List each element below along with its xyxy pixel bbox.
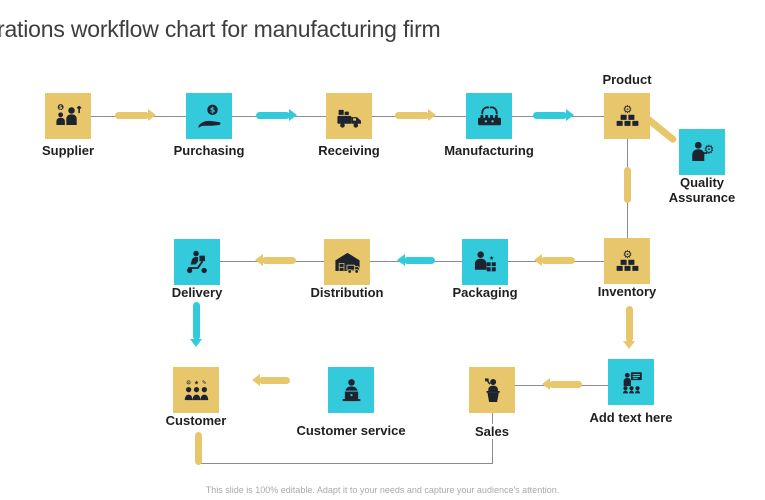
arrow-distribution-delivery (255, 254, 296, 266)
node-sales: Sales (469, 367, 515, 439)
warehouse-truck-icon (333, 248, 362, 277)
customer-service-shape (328, 367, 374, 413)
sales-shape (469, 367, 515, 413)
presentation-audience-icon (617, 368, 646, 397)
supplier-shape (45, 93, 91, 139)
node-receiving: Receiving (318, 93, 380, 158)
receiving-label: Receiving (318, 143, 380, 158)
hand-coin-icon (195, 102, 224, 131)
manufacturing-shape (466, 93, 512, 139)
page-title: rations workflow chart for manufacturing… (0, 16, 441, 42)
node-product: Product (602, 72, 652, 139)
receiving-shape (326, 93, 372, 139)
node-add-text-here: Add text here (589, 359, 673, 425)
delivery-shape (174, 239, 220, 285)
arrow-receiving-manufacturing (395, 109, 436, 121)
customer-service-label: Customer service (296, 423, 406, 438)
purchasing-shape (186, 93, 232, 139)
node-purchasing: Purchasing (174, 93, 244, 158)
manufacturing-label: Manufacturing (444, 143, 534, 158)
packaging-label: Packaging (452, 285, 518, 300)
people-group-icon (182, 376, 211, 405)
product-shape (604, 93, 650, 139)
delivery-label: Delivery (171, 285, 223, 300)
distribution-label: Distribution (310, 285, 384, 300)
arrow-inventory-packaging (534, 254, 575, 266)
inventory-shape (604, 238, 650, 284)
connector-sales-customer-line (199, 463, 493, 464)
quality-assurance-shape (679, 129, 725, 175)
arrow-supplier-purchasing (115, 109, 156, 121)
add-text-here-label: Add text here (589, 410, 673, 425)
quality-assurance-label: Quality Assurance (668, 175, 736, 205)
gear-boxes-icon (613, 102, 642, 131)
arrow-service-customer (252, 374, 290, 386)
arrow-purchasing-receiving (256, 109, 297, 121)
arrow-sales-customer-up (195, 432, 202, 465)
slide-footer-note: This slide is 100% editable. Adapt it to… (205, 485, 560, 495)
node-customer: Customer (166, 367, 226, 428)
arrow-packaging-distribution (397, 254, 435, 266)
arrow-inventory-addtext (623, 306, 635, 349)
node-supplier: Supplier (42, 93, 94, 158)
customer-label: Customer (165, 413, 227, 428)
node-quality-assurance: Quality Assurance (669, 129, 735, 204)
node-inventory: Inventory (598, 238, 656, 299)
person-laptop-icon (337, 376, 366, 405)
delivery-scooter-icon (183, 248, 212, 277)
packaging-shape (462, 239, 508, 285)
node-manufacturing: Manufacturing (444, 93, 534, 158)
supplier-people-dollar-icon (54, 102, 83, 131)
sales-label: Sales (472, 424, 512, 439)
person-gear-icon (688, 138, 717, 167)
node-delivery: Delivery (172, 239, 222, 300)
add-text-here-shape (608, 359, 654, 405)
podium-speaker-icon (478, 376, 507, 405)
distribution-shape (324, 239, 370, 285)
arrow-addtext-sales (542, 378, 582, 390)
node-customer-service: Customer service (296, 367, 406, 438)
factory-machine-icon (475, 102, 504, 131)
product-label: Product (602, 72, 652, 87)
gear-boxes-icon (613, 247, 642, 276)
customer-shape (173, 367, 219, 413)
arrow-product-inventory (624, 167, 631, 203)
arrow-delivery-customer (190, 302, 202, 347)
node-packaging: Packaging (452, 239, 518, 300)
node-distribution: Distribution (311, 239, 383, 300)
person-box-icon (471, 248, 500, 277)
arrow-manufacturing-product (533, 109, 574, 121)
purchasing-label: Purchasing (173, 143, 245, 158)
truck-boxes-icon (335, 102, 364, 131)
inventory-label: Inventory (597, 284, 657, 299)
supplier-label: Supplier (41, 143, 95, 158)
